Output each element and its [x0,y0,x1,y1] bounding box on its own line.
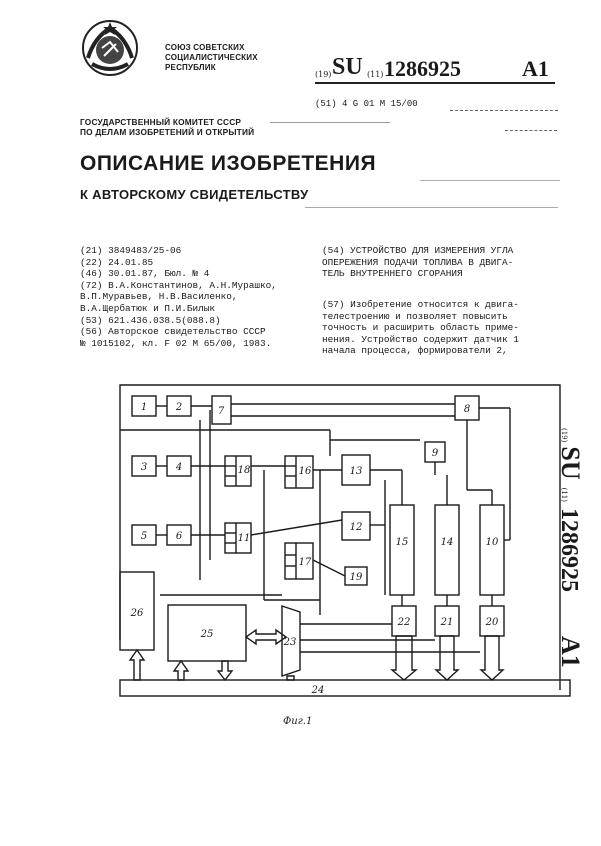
label-block-4: 4 [175,462,182,473]
label-block-16: 16 [299,466,312,477]
label-bus-24: 24 [311,685,325,696]
label-block-6: 6 [176,531,183,542]
label-block-17: 17 [299,557,312,568]
label-block-8: 8 [464,404,470,415]
label-block-5: 5 [141,531,147,542]
label-block-7: 7 [218,406,225,417]
label-block-14: 14 [441,537,454,548]
bus-24 [120,680,570,696]
label-block-18: 18 [238,465,251,476]
block-14 [435,505,459,595]
figure-caption: Фиг.1 [283,716,312,727]
label-block-2: 2 [175,402,182,413]
label-block-12: 12 [350,522,363,533]
label-block-20: 20 [485,617,499,628]
label-block-21: 21 [440,617,454,628]
label-block-9: 9 [432,448,439,459]
label-block-10: 10 [486,537,499,548]
label-block-11: 11 [238,533,251,544]
label-block-15: 15 [396,537,409,548]
block-10 [480,505,504,595]
label-block-19: 19 [350,572,363,583]
label-block-22: 22 [397,617,411,628]
block-15 [390,505,414,595]
label-block-1: 1 [141,402,147,413]
label-block-26: 26 [130,608,144,619]
label-block-3: 3 [141,462,147,473]
label-block-25: 25 [200,629,214,640]
label-block-23: 23 [283,637,297,648]
label-block-13: 13 [350,466,363,477]
